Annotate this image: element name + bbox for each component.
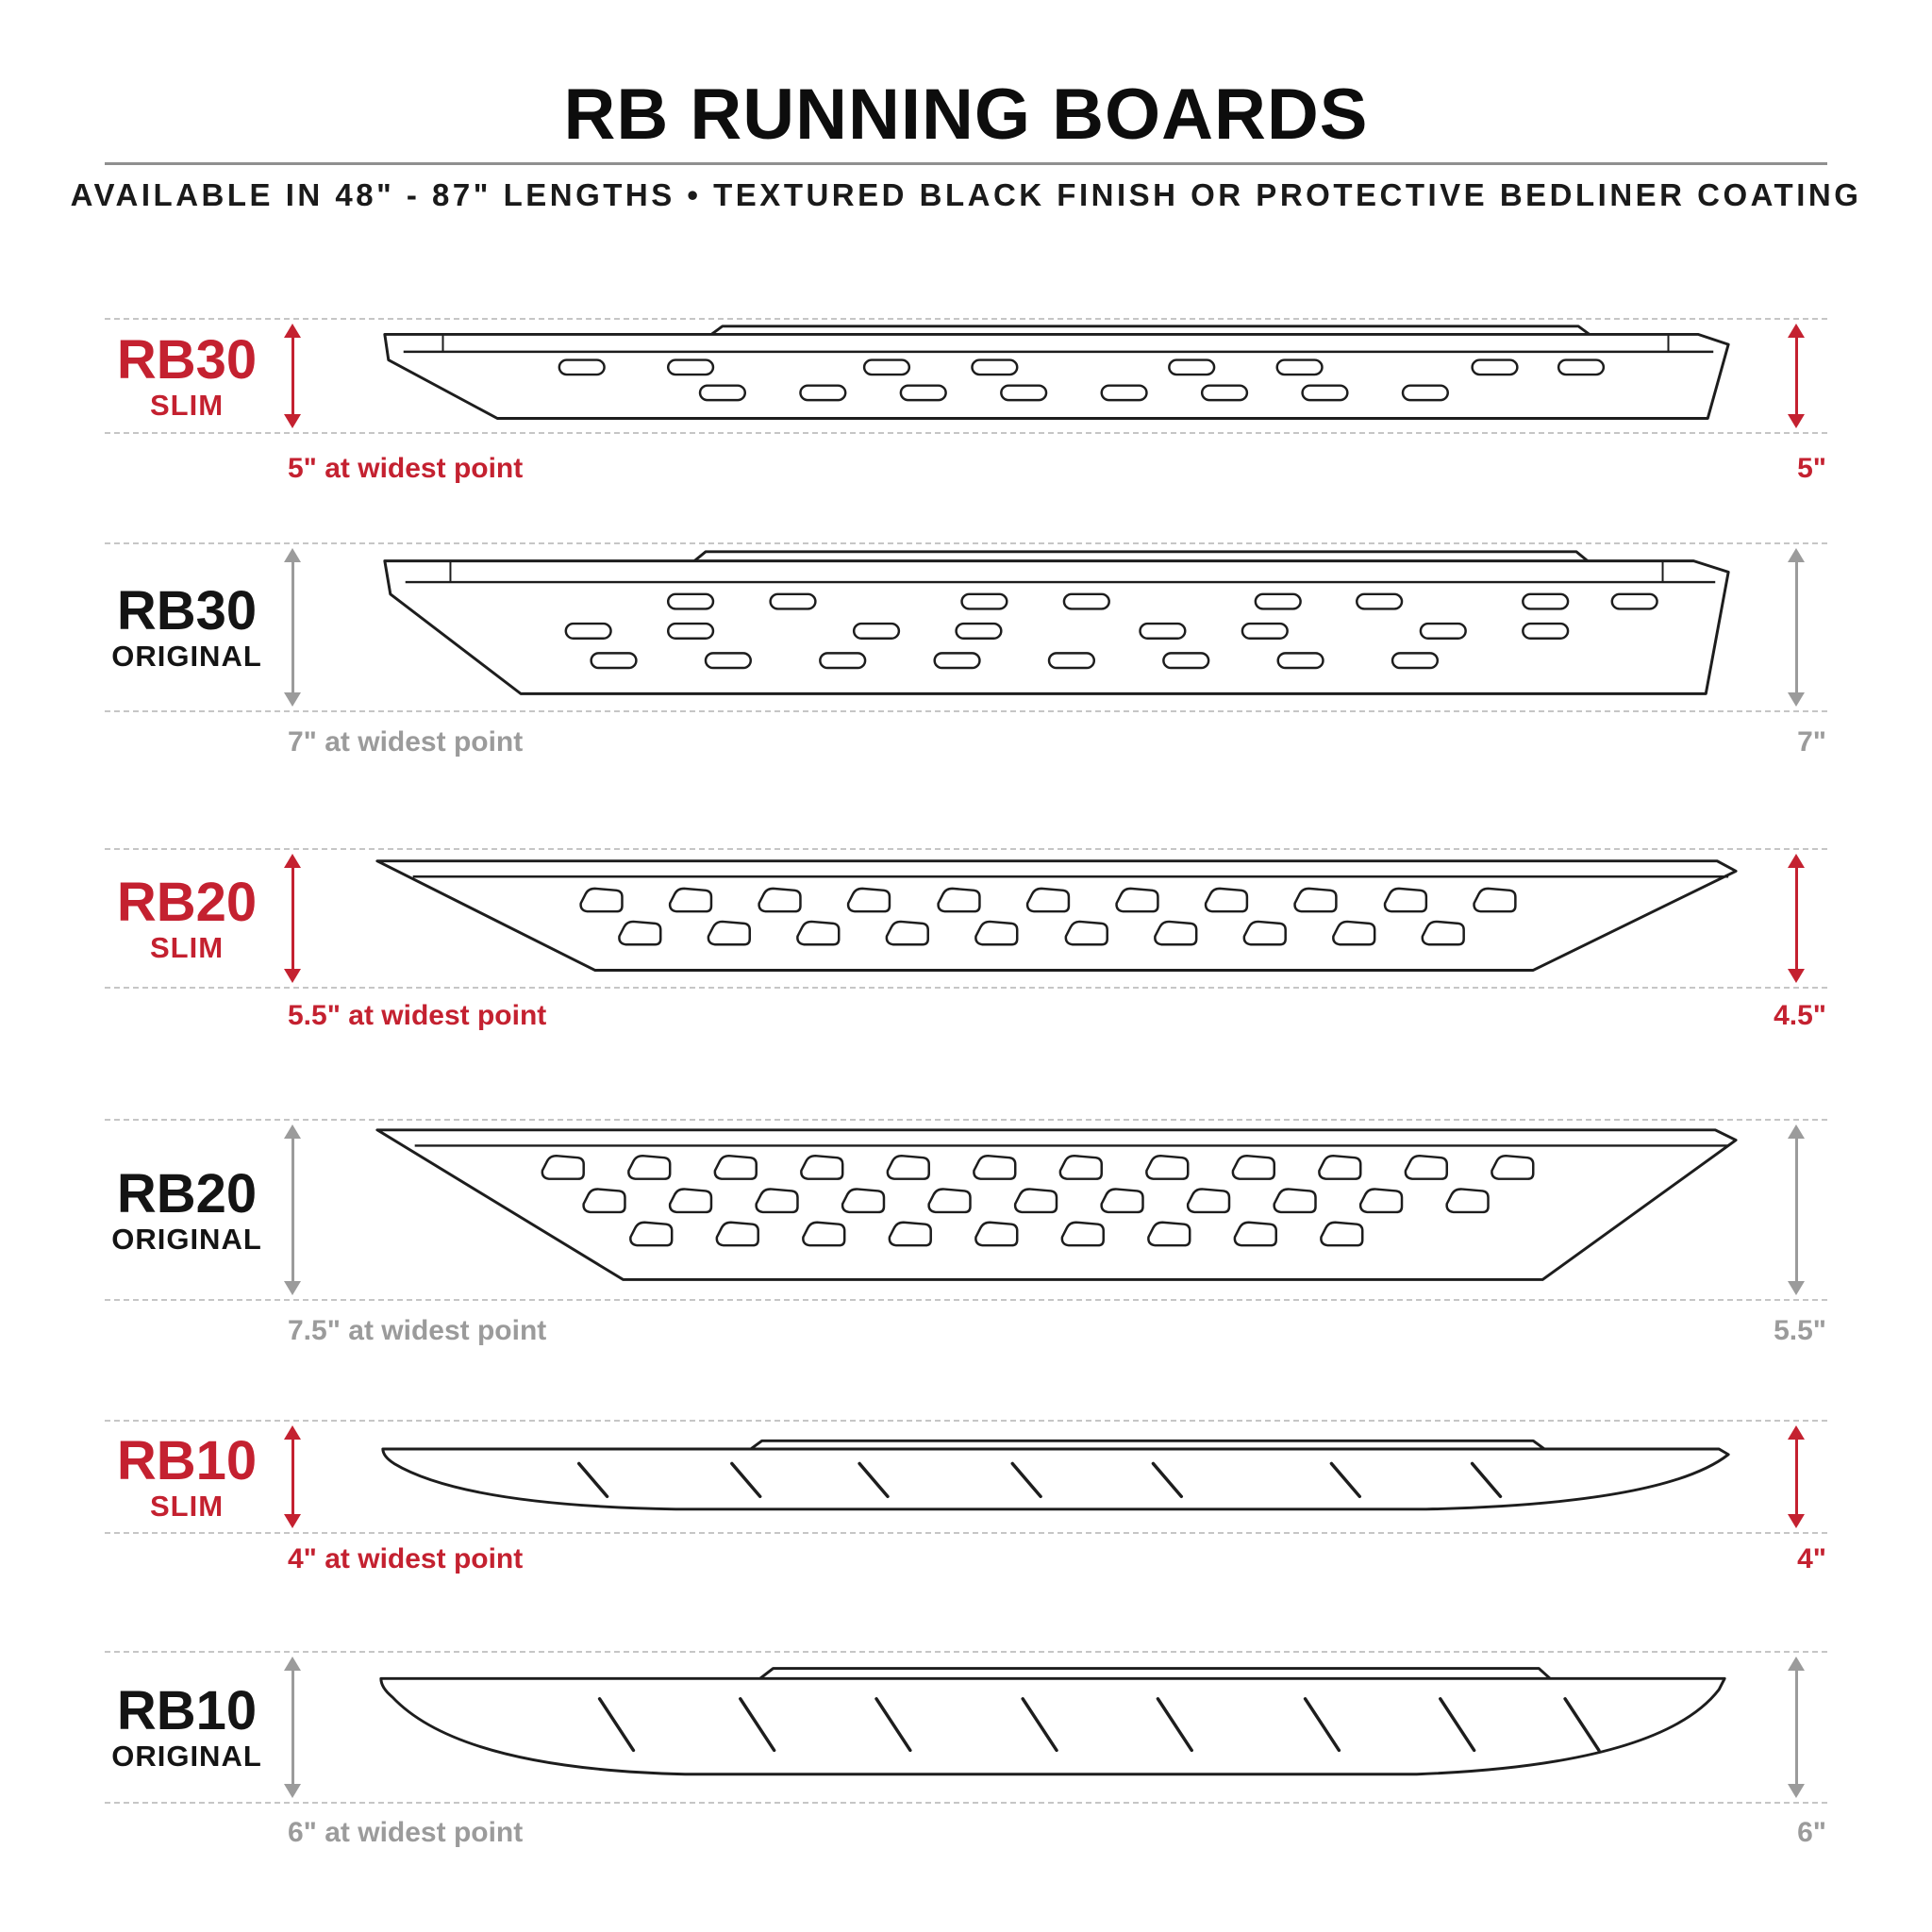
height-dimension-arrow-right bbox=[1787, 1124, 1806, 1295]
dashed-line-top bbox=[105, 318, 1827, 320]
model-name: RB30 bbox=[116, 328, 258, 391]
row-rb30-original: RB30 ORIGINAL bbox=[0, 542, 1932, 712]
measurements: 5.5" at widest point 4.5" bbox=[0, 1000, 1932, 1032]
dashed-line-bottom bbox=[105, 987, 1827, 989]
dashed-line-bottom bbox=[105, 432, 1827, 434]
measurements: 7.5" at widest point 5.5" bbox=[0, 1315, 1932, 1347]
page-subtitle: AVAILABLE IN 48" - 87" LENGTHS • TEXTURE… bbox=[70, 177, 1862, 212]
model-name: RB20 bbox=[116, 871, 258, 933]
row-rb30-slim: RB30 SLIM bbox=[0, 318, 1932, 434]
row-label: RB20 ORIGINAL bbox=[87, 1162, 287, 1256]
dashed-line-top bbox=[105, 1119, 1827, 1121]
row-rb20-original: RB20 ORIGINAL bbox=[0, 1119, 1932, 1301]
dashed-line-bottom bbox=[105, 710, 1827, 712]
row-rb10-slim: RB10 SLIM bbox=[0, 1420, 1932, 1534]
rb30-original-board-illustration bbox=[383, 550, 1730, 695]
height-dimension-arrow-right bbox=[1787, 548, 1806, 707]
measurements: 6" at widest point 6" bbox=[0, 1817, 1932, 1849]
height-dimension-arrow-left bbox=[283, 1657, 302, 1798]
row-label: RB30 SLIM bbox=[87, 328, 287, 422]
row-rb20-slim: RB20 SLIM bbox=[0, 848, 1932, 989]
page-title: RB RUNNING BOARDS bbox=[563, 75, 1369, 155]
row-label: RB20 SLIM bbox=[87, 874, 287, 963]
height-dimension-arrow-left bbox=[283, 324, 302, 428]
height-dimension-arrow-right bbox=[1787, 1425, 1806, 1528]
width-measurement: 5" at widest point bbox=[288, 453, 524, 484]
row-label: RB30 ORIGINAL bbox=[87, 583, 287, 672]
width-measurement: 6" at widest point bbox=[288, 1817, 524, 1848]
height-measurement: 5" bbox=[1797, 453, 1826, 484]
height-dimension-arrow-left bbox=[283, 854, 302, 983]
height-measurement: 7" bbox=[1797, 726, 1826, 758]
dashed-line-top bbox=[105, 848, 1827, 850]
model-name: RB30 bbox=[116, 580, 258, 642]
height-dimension-arrow-right bbox=[1787, 324, 1806, 428]
rb20-original-board-illustration bbox=[375, 1128, 1738, 1281]
height-measurement: 4" bbox=[1797, 1543, 1826, 1574]
height-dimension-arrow-right bbox=[1787, 854, 1806, 983]
dashed-line-bottom bbox=[105, 1299, 1827, 1301]
dashed-line-bottom bbox=[105, 1802, 1827, 1804]
measurements: 4" at widest point 4" bbox=[0, 1543, 1932, 1575]
rb10-original-board-illustration bbox=[379, 1667, 1726, 1776]
model-name: RB20 bbox=[116, 1162, 258, 1224]
width-measurement: 5.5" at widest point bbox=[288, 1000, 547, 1031]
width-measurement: 4" at widest point bbox=[288, 1543, 524, 1574]
rb30-slim-board-illustration bbox=[383, 325, 1730, 420]
variant-name: ORIGINAL bbox=[111, 1740, 262, 1774]
measurements: 7" at widest point 7" bbox=[0, 726, 1932, 758]
row-label: RB10 ORIGINAL bbox=[87, 1683, 287, 1772]
model-name: RB10 bbox=[116, 1429, 258, 1491]
height-dimension-arrow-left bbox=[283, 1425, 302, 1528]
height-dimension-arrow-left bbox=[283, 1124, 302, 1295]
variant-name: ORIGINAL bbox=[111, 1222, 262, 1256]
dashed-line-top bbox=[105, 1420, 1827, 1422]
height-measurement: 5.5" bbox=[1774, 1315, 1826, 1346]
variant-name: SLIM bbox=[149, 930, 225, 964]
variant-name: SLIM bbox=[149, 1489, 225, 1523]
rb20-slim-board-illustration bbox=[375, 859, 1738, 972]
width-measurement: 7" at widest point bbox=[288, 726, 524, 758]
rb10-slim-board-illustration bbox=[381, 1439, 1730, 1511]
height-dimension-arrow-right bbox=[1787, 1657, 1806, 1798]
variant-name: SLIM bbox=[149, 388, 225, 422]
model-name: RB10 bbox=[116, 1680, 258, 1742]
height-measurement: 4.5" bbox=[1774, 1000, 1826, 1031]
dashed-line-top bbox=[105, 1651, 1827, 1653]
dashed-line-bottom bbox=[105, 1532, 1827, 1534]
title-divider bbox=[105, 162, 1827, 165]
measurements: 5" at widest point 5" bbox=[0, 453, 1932, 485]
dashed-line-top bbox=[105, 542, 1827, 544]
height-dimension-arrow-left bbox=[283, 548, 302, 707]
row-label: RB10 SLIM bbox=[87, 1429, 287, 1523]
width-measurement: 7.5" at widest point bbox=[288, 1315, 547, 1346]
height-measurement: 6" bbox=[1797, 1817, 1826, 1848]
row-rb10-original: RB10 ORIGINAL bbox=[0, 1651, 1932, 1804]
variant-name: ORIGINAL bbox=[111, 640, 262, 674]
